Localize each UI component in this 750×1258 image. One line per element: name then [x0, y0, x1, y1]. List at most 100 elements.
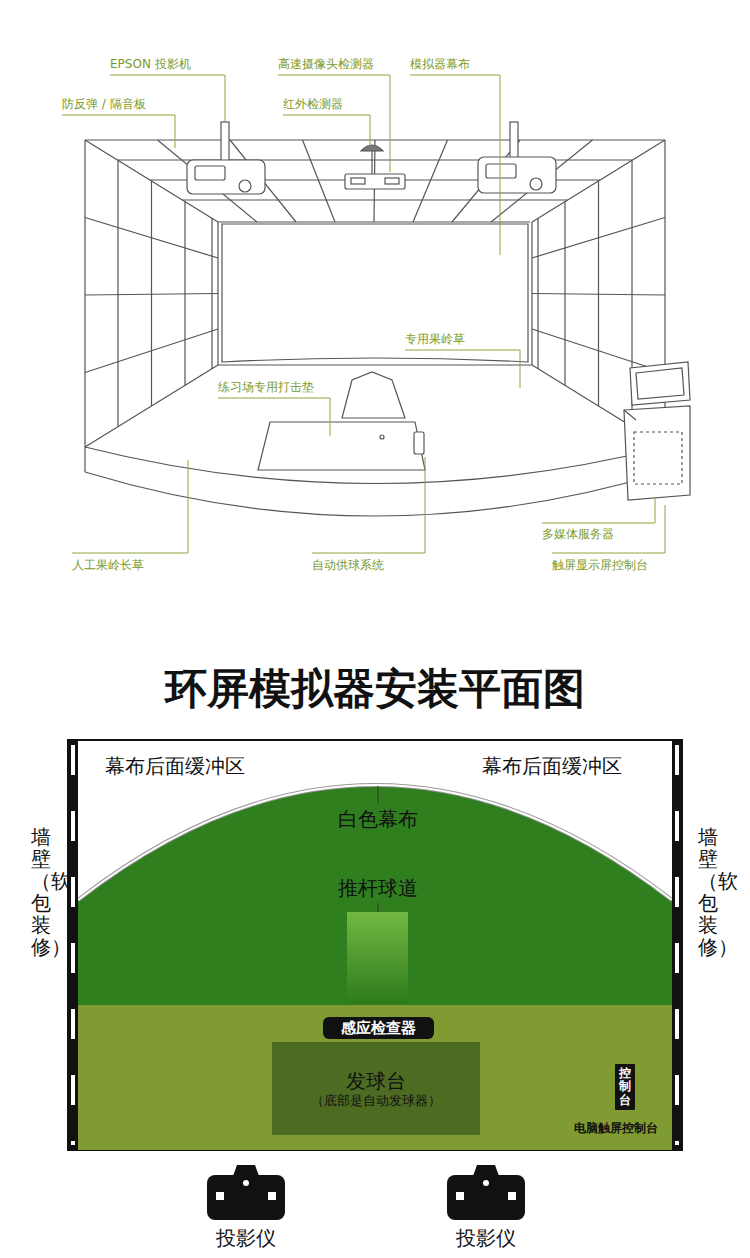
leader-tick: [378, 903, 379, 912]
left-wall-grid: [84, 140, 85, 447]
ceiling-grid: [413, 140, 448, 222]
callout-label: EPSON 投影机: [110, 57, 191, 71]
leader-lines: [62, 115, 175, 148]
camera-sensor: [345, 145, 405, 189]
touch-kiosk: [630, 362, 690, 405]
floor-platform: [218, 364, 532, 365]
node-note: （底部是自动发球器）: [311, 1093, 441, 1109]
projector-icon: [483, 1180, 489, 1186]
camera-sensor: [351, 178, 365, 184]
projector-right: [486, 164, 516, 178]
right-wall-grid: [598, 181, 599, 406]
leader-lines: [410, 75, 500, 255]
camera-sensor: [385, 178, 399, 184]
projector-left: [187, 160, 265, 194]
screen-arc: [78, 785, 672, 900]
touch-kiosk: [634, 432, 682, 484]
camera-sensor: [345, 174, 405, 189]
projector-icon: [207, 1175, 285, 1220]
projector-icon: [447, 1165, 525, 1220]
leader-lines: [283, 115, 370, 146]
wall-strip: [672, 740, 682, 1150]
callout-label: 自动供球系统: [312, 558, 384, 572]
putting-lane: [347, 912, 408, 1005]
plan-view: [68, 740, 682, 1150]
touch-kiosk: [624, 362, 690, 500]
part-label: 白色幕布: [338, 807, 418, 831]
projector-right: [478, 122, 556, 193]
touch-kiosk: [624, 406, 690, 500]
projector-left: [195, 166, 225, 180]
zone-label: 幕布后面缓冲区: [105, 754, 245, 778]
tee-area: [78, 1005, 672, 1150]
projector-left: [239, 180, 251, 192]
leader-lines: [218, 398, 330, 436]
projector-label: 投影仪: [456, 1226, 516, 1250]
room-drawing: [85, 122, 690, 516]
simulator-screen: [222, 224, 528, 362]
node-title: 发球台: [346, 1069, 406, 1093]
right-wall-grid: [532, 218, 665, 259]
camera-sensor: [361, 145, 383, 151]
part-label: 推杆球道: [338, 876, 418, 900]
wall-label: 墙壁（软包装修）: [698, 826, 718, 958]
callout-label: 人工果岭长草: [72, 558, 144, 572]
diagram-title: 环屏模拟器安装平面图: [165, 664, 585, 714]
projector-icon: [473, 1165, 499, 1176]
green-area: [78, 785, 672, 1005]
screen-arc: [78, 785, 672, 900]
callout-label: 触屏显示屏控制台: [552, 558, 648, 572]
projector-icon: [233, 1165, 259, 1176]
projector-icon: [268, 1192, 276, 1200]
projector-icon: [456, 1192, 464, 1200]
leader-lines: [405, 350, 520, 388]
callout-label: 模拟器幕布: [410, 57, 470, 71]
tee-stand: [342, 372, 405, 418]
callout-label: 高速摄像头检测器: [278, 57, 374, 71]
console-box: 控制台: [615, 1064, 635, 1110]
left-wall-grid: [117, 161, 118, 427]
leader-lines: [72, 460, 188, 553]
callout-label: 练习场专用打击垫: [218, 380, 314, 394]
left-wall-grid: [151, 181, 152, 406]
projector-left: [221, 122, 229, 162]
floor-platform: [85, 472, 665, 516]
leader-lines: [312, 457, 425, 553]
projector-right: [530, 178, 542, 190]
ball-feeder: [414, 432, 424, 454]
projector-icon: [243, 1180, 249, 1186]
leader-lines: [62, 75, 665, 553]
floor-platform: [85, 365, 665, 516]
left-wall-grid: [85, 329, 218, 373]
camera-sensor: [371, 150, 372, 174]
node-title: 控制台: [619, 1067, 631, 1107]
projector-icon: [508, 1192, 516, 1200]
projector-right: [510, 122, 518, 159]
wall-dash: [675, 745, 679, 1145]
tee-box: 发球台（底部是自动发球器）: [272, 1042, 480, 1135]
leader-lines: [278, 75, 390, 172]
callout-label: 防反弹 / 隔音板: [62, 97, 146, 111]
projector-left: [187, 122, 265, 194]
left-wall-grid: [85, 294, 218, 296]
mat-mark: [380, 435, 384, 439]
wall-strip: [68, 740, 78, 1150]
projector-icon: [216, 1192, 224, 1200]
callout-label: 专用果岭草: [405, 332, 465, 346]
wall-dash: [71, 745, 75, 1145]
ceiling-grid: [85, 140, 665, 222]
touch-kiosk: [636, 368, 684, 399]
node-title: 感应检查器: [341, 1019, 416, 1037]
ceiling-grid: [182, 199, 567, 200]
floor-platform: [84, 447, 85, 472]
sensor-pill: 感应检查器: [323, 1017, 434, 1039]
projector-icon: [447, 1175, 525, 1220]
hitting-mat: [258, 422, 425, 470]
wall-label: 墙壁（软包装修）: [31, 826, 51, 958]
ceiling-grid: [303, 140, 336, 222]
projector-label: 投影仪: [216, 1226, 276, 1250]
projector-icon: [207, 1165, 285, 1220]
part-label: 电脑触屏控制台: [574, 1121, 658, 1135]
callout-label: 多媒体服务器: [542, 527, 614, 541]
